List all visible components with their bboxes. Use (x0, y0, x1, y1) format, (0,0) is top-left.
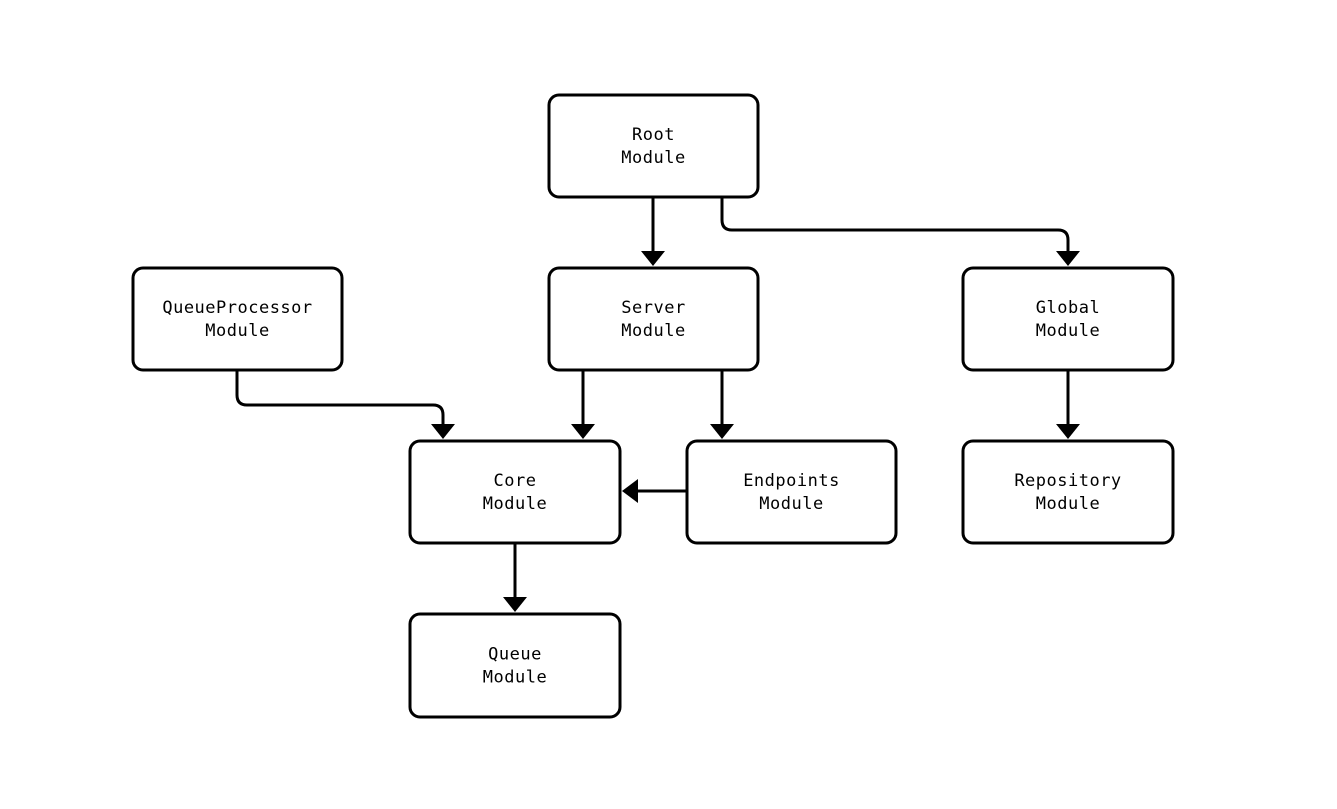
edge-core-to-queue-arrowhead-icon (503, 597, 527, 612)
edge-queueprocessor-to-core-line (235, 370, 445, 425)
nodes-layer: RootModuleQueueProcessorModuleServerModu… (131, 93, 1175, 719)
edge-root-to-server (641, 197, 665, 266)
queue-module-label-line2: Module (483, 668, 547, 688)
edge-server-to-endpoints (710, 370, 734, 439)
endpoints-module-label-line2: Module (759, 494, 823, 514)
edge-root-to-global (720, 197, 1080, 266)
edge-queueprocessor-to-core-arrowhead-icon (431, 424, 455, 439)
server-module-box[interactable] (547, 266, 760, 372)
repository-module-label-line1: Repository (1014, 471, 1121, 491)
core-module-label-line1: Core (494, 471, 537, 491)
edge-endpoints-to-core (622, 479, 687, 503)
queueprocessor-module-box[interactable] (131, 266, 344, 372)
edge-root-to-server-arrowhead-icon (641, 251, 665, 266)
endpoints-module-box[interactable] (685, 439, 898, 545)
core-module-label-line2: Module (483, 494, 547, 514)
edge-endpoints-to-core-arrowhead-icon (622, 479, 638, 503)
edge-global-to-repository-arrowhead-icon (1056, 424, 1080, 439)
global-module-box[interactable] (961, 266, 1175, 372)
server-module-label-line1: Server (621, 298, 685, 318)
global-module-label-line2: Module (1036, 321, 1100, 341)
root-module-box[interactable] (547, 93, 760, 199)
repository-module-label-line2: Module (1036, 494, 1100, 514)
edge-root-to-global-line (720, 197, 1070, 252)
queueprocessor-module-label-line1: QueueProcessor (162, 298, 312, 318)
edge-server-to-core-arrowhead-icon (571, 424, 595, 439)
edge-server-to-core (571, 370, 595, 439)
edge-server-to-endpoints-arrowhead-icon (710, 424, 734, 439)
repository-module-box[interactable] (961, 439, 1175, 545)
queue-module-label-line1: Queue (488, 645, 542, 665)
queue-module-box[interactable] (408, 612, 622, 719)
server-module-label-line2: Module (621, 321, 685, 341)
edges-layer (235, 197, 1080, 612)
root-module-label-line2: Module (621, 148, 685, 168)
edge-global-to-repository (1056, 370, 1080, 439)
edge-queueprocessor-to-core (235, 370, 455, 439)
root-module-label-line1: Root (632, 125, 675, 145)
global-module-label-line1: Global (1036, 298, 1100, 318)
endpoints-module-label-line1: Endpoints (743, 471, 840, 491)
edge-core-to-queue (503, 543, 527, 612)
core-module-box[interactable] (408, 439, 622, 545)
edge-root-to-global-arrowhead-icon (1056, 251, 1080, 266)
queueprocessor-module-label-line2: Module (205, 321, 269, 341)
